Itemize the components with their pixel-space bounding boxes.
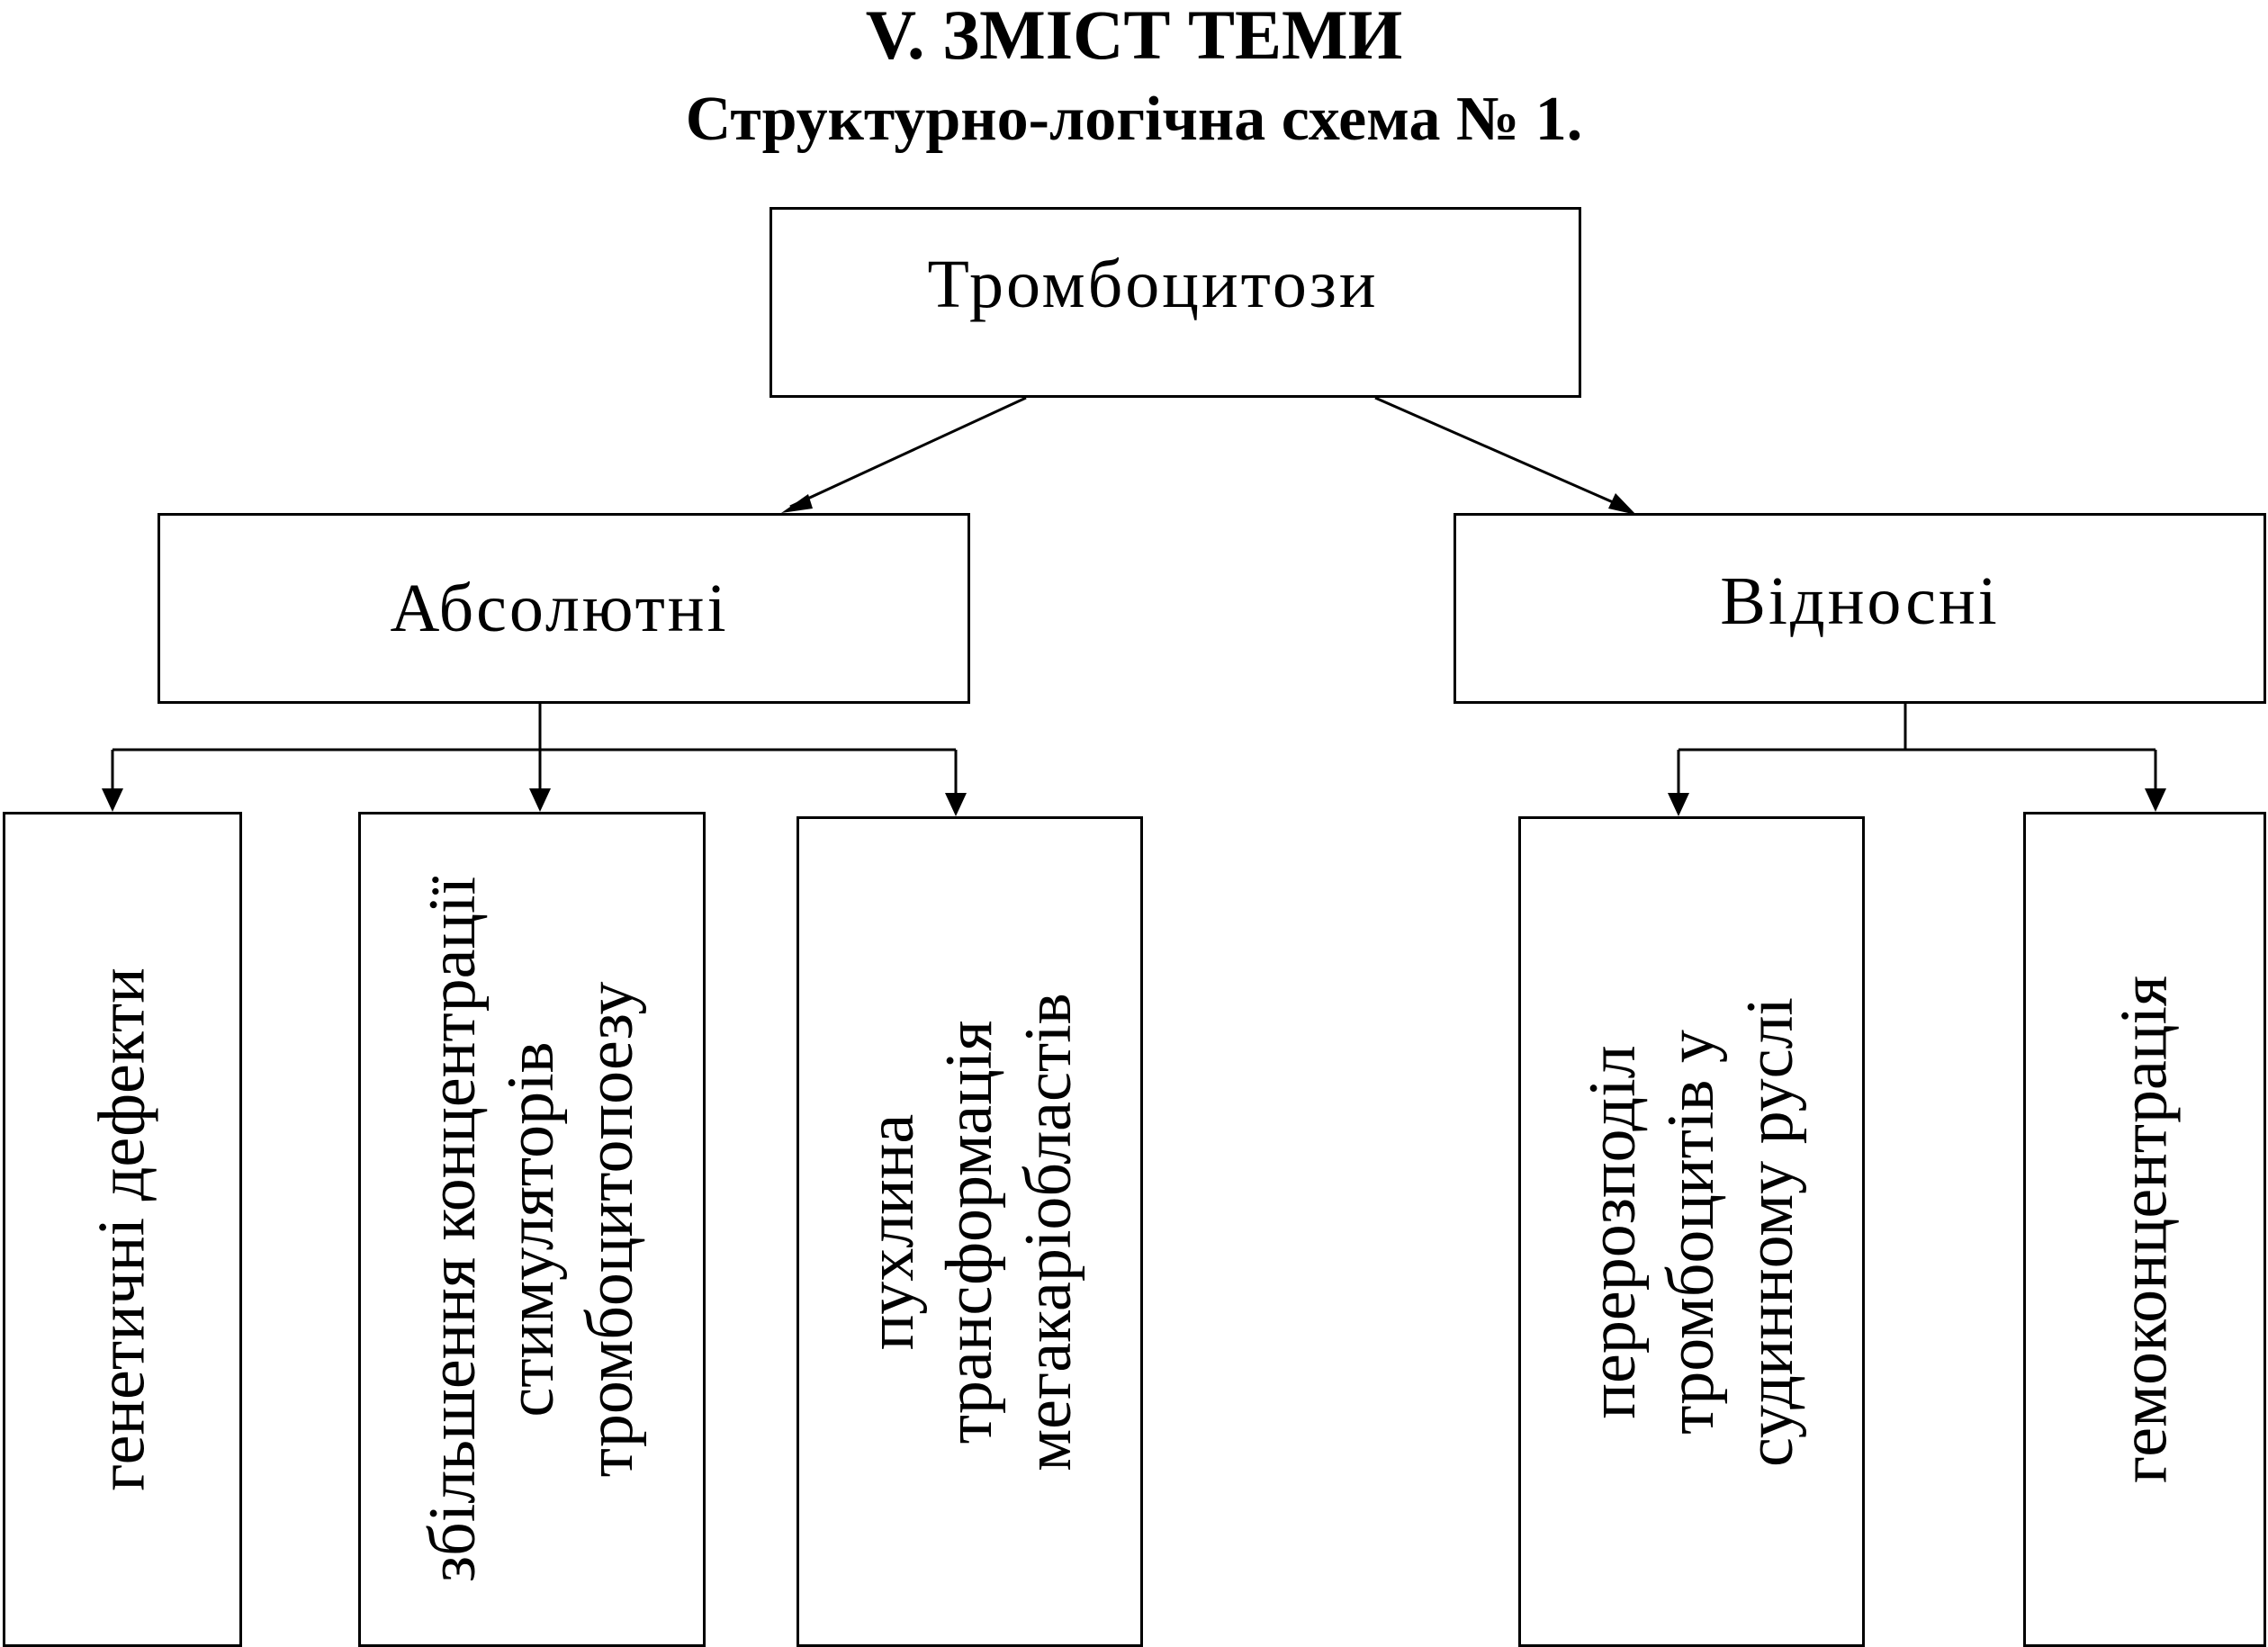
cause-line: збільшення концентрації (416, 876, 490, 1583)
cause-label-hemoconcentration: гемоконцентрація (2105, 976, 2183, 1483)
root-node-label: Тромбоцитози (927, 247, 1379, 322)
cause-line: тромбоцитопоезу (572, 981, 647, 1478)
connector-root-to-absolute (789, 396, 1027, 508)
cause-box-tumor: пухлина трансформація мегакаріобластів (796, 816, 1143, 1647)
relative-node-box: Відносні (1454, 513, 2266, 704)
cause-box-genetic-defects: генетичні дефекти (3, 812, 242, 1647)
arrowhead-hemoconcentration (2145, 788, 2166, 812)
arrowhead-absolute (781, 494, 813, 513)
cause-line: судинному руслі (1732, 996, 1807, 1467)
cause-line: пухлина (853, 1113, 928, 1350)
cause-label-genetic-defects: генетичні дефекти (83, 968, 161, 1491)
absolute-node-label: Абсолютні (390, 571, 729, 646)
cause-box-redistribution: перерозподіл тромбоцитів у судинному рус… (1518, 816, 1865, 1647)
arrowhead-genetic (102, 788, 123, 812)
page-title: V. ЗМІСТ ТЕМИ (865, 0, 1403, 74)
arrowhead-relative (1608, 493, 1636, 515)
root-node-box: Тромбоцитози (770, 207, 1581, 398)
cause-label-tumor: пухлина трансформація мегакаріобластів (852, 993, 1088, 1471)
cause-line: тромбоцитів у (1653, 1029, 1728, 1435)
cause-line: гемоконцентрація (2107, 975, 2182, 1484)
arrowhead-tumor (945, 793, 967, 816)
cause-label-redistribution: перерозподіл тромбоцитів у судинному рус… (1574, 997, 1810, 1467)
cause-line: трансформація (932, 1020, 1006, 1444)
cause-line: перерозподіл (1575, 1044, 1650, 1419)
cause-line: мегакаріобластів (1011, 992, 1085, 1472)
absolute-node-box: Абсолютні (158, 513, 970, 704)
cause-box-stimulators: збільшення концентрації стимуляторів тро… (358, 812, 706, 1647)
arrowhead-stimulators (529, 788, 551, 812)
cause-box-hemoconcentration: гемоконцентрація (2023, 812, 2266, 1647)
arrowhead-redistribution (1668, 793, 1689, 816)
diagram-subtitle: Структурно-логічна схема № 1. (685, 85, 1583, 154)
cause-label-stimulators: збільшення концентрації стимуляторів тро… (414, 877, 650, 1582)
connector-root-to-relative (1374, 396, 1628, 510)
relative-node-label: Відносні (1720, 563, 2000, 639)
cause-line: генетичні дефекти (85, 968, 159, 1491)
cause-line: стимуляторів (494, 1041, 569, 1418)
